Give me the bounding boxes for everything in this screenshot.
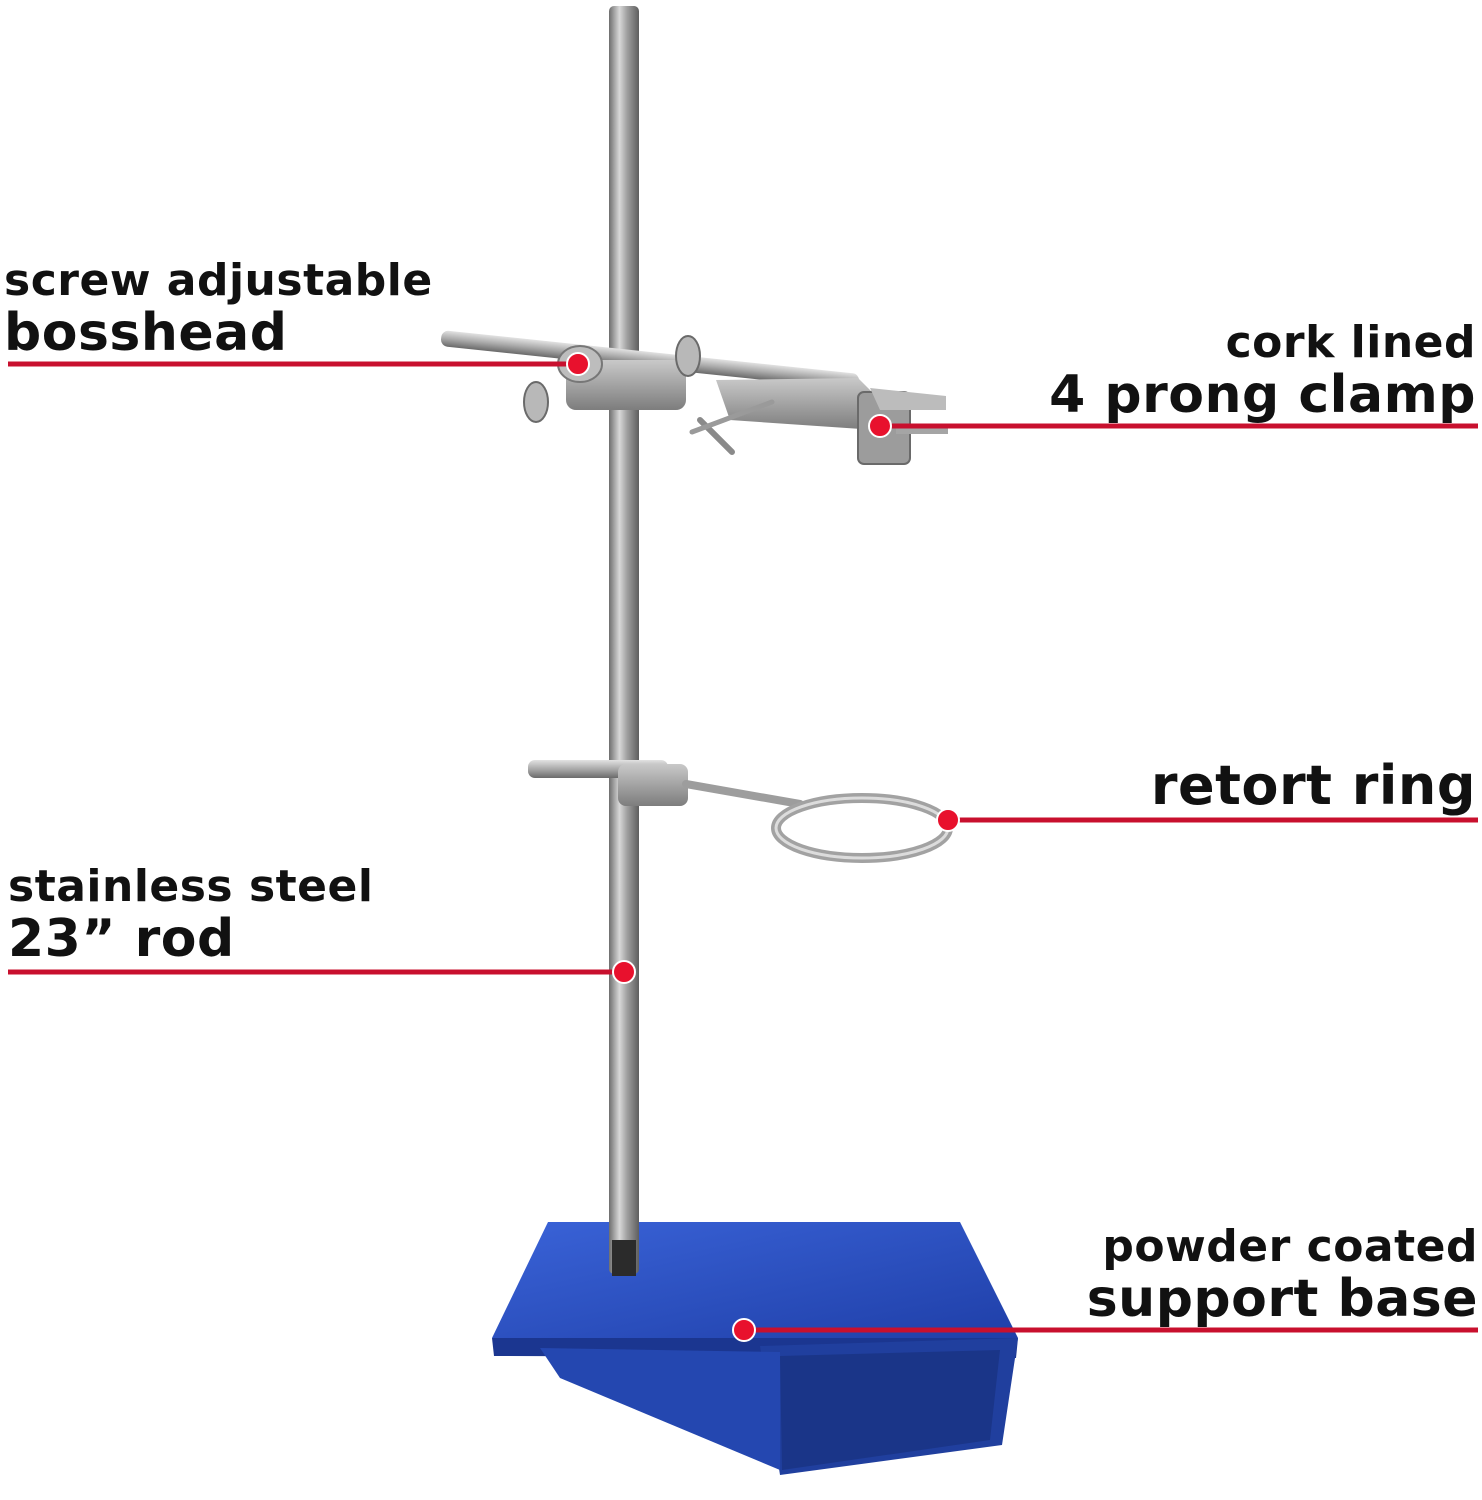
four-prong-clamp bbox=[689, 378, 948, 465]
label-rod: stainless steel 23” rod bbox=[8, 861, 374, 969]
retort-ring bbox=[528, 760, 953, 863]
label-bosshead: screw adjustable bosshead bbox=[4, 255, 433, 363]
label-rod-line1: stainless steel bbox=[8, 861, 374, 912]
label-base-line2: support base bbox=[1086, 1269, 1478, 1329]
support-base bbox=[492, 1222, 1018, 1475]
pointer-dot-base bbox=[732, 1318, 756, 1342]
label-ring-line1: retort ring bbox=[1150, 754, 1476, 817]
label-bosshead-line2: bosshead bbox=[4, 303, 288, 363]
pointer-dot-ring bbox=[936, 808, 960, 832]
pointer-dot-bosshead bbox=[566, 352, 590, 376]
label-clamp-line1: cork lined bbox=[1225, 317, 1476, 368]
label-ring: retort ring bbox=[1151, 756, 1476, 816]
leader-lines bbox=[8, 352, 1478, 1342]
label-bosshead-line1: screw adjustable bbox=[4, 255, 433, 306]
pointer-dot-rod bbox=[612, 960, 636, 984]
label-clamp: cork lined 4 prong clamp bbox=[1049, 317, 1476, 425]
label-base-line1: powder coated bbox=[1102, 1221, 1478, 1272]
label-clamp-line2: 4 prong clamp bbox=[1049, 365, 1476, 425]
bosshead-assembly bbox=[441, 330, 859, 423]
label-rod-line2: 23” rod bbox=[8, 909, 235, 969]
pointer-dot-clamp bbox=[868, 414, 892, 438]
stainless-steel-rod bbox=[609, 6, 639, 1276]
label-base: powder coated support base bbox=[1086, 1221, 1478, 1329]
